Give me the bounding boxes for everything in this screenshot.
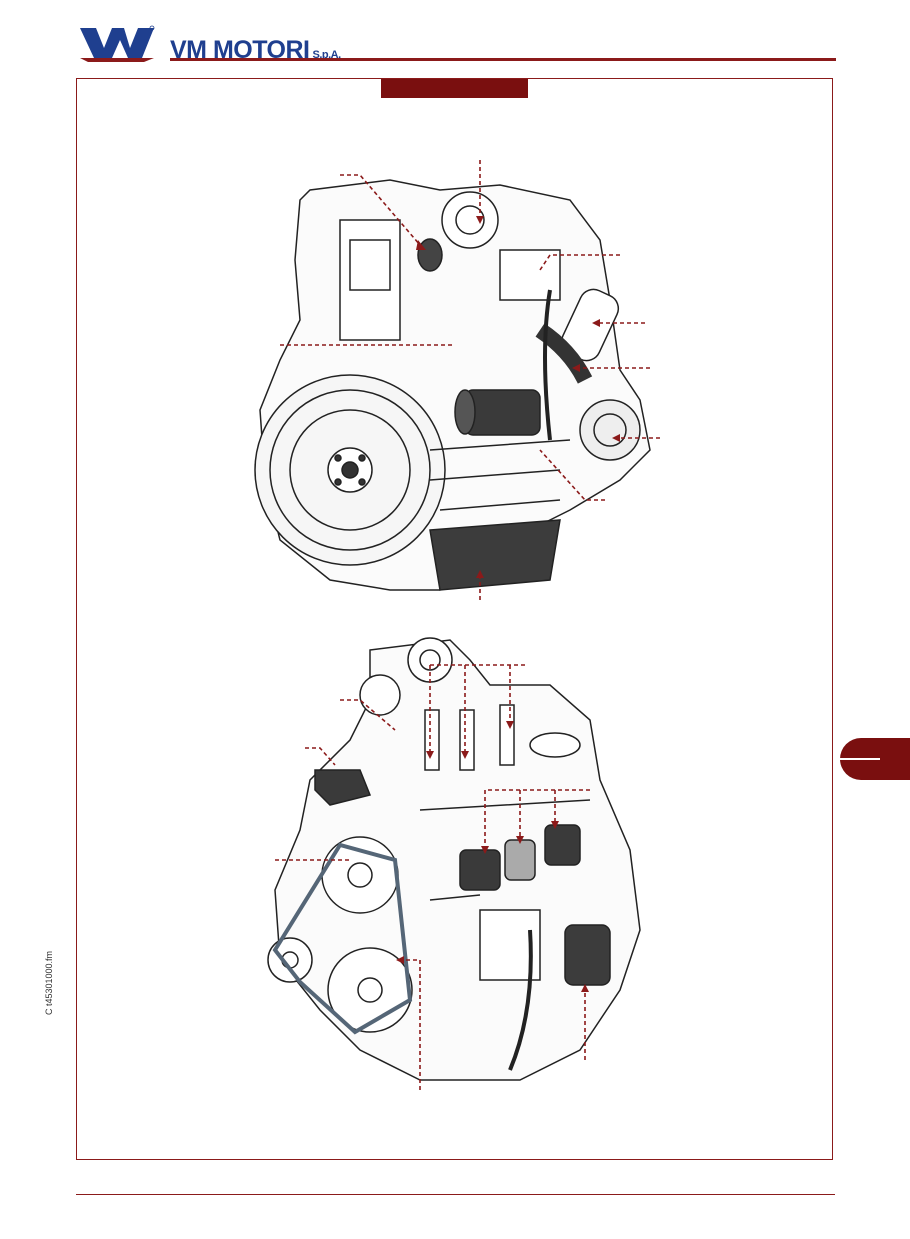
engine-pulley-side-illustration	[267, 637, 641, 1090]
file-reference: C t45301000.fm	[44, 950, 54, 1015]
header-rule	[170, 58, 836, 61]
section-title-bar	[381, 79, 528, 98]
engine-flywheel-side-illustration	[254, 160, 660, 600]
chapter-tab-line	[840, 758, 880, 760]
content-frame	[76, 78, 833, 1160]
vm-logo-icon	[80, 25, 155, 62]
footer-rule	[76, 1194, 835, 1195]
